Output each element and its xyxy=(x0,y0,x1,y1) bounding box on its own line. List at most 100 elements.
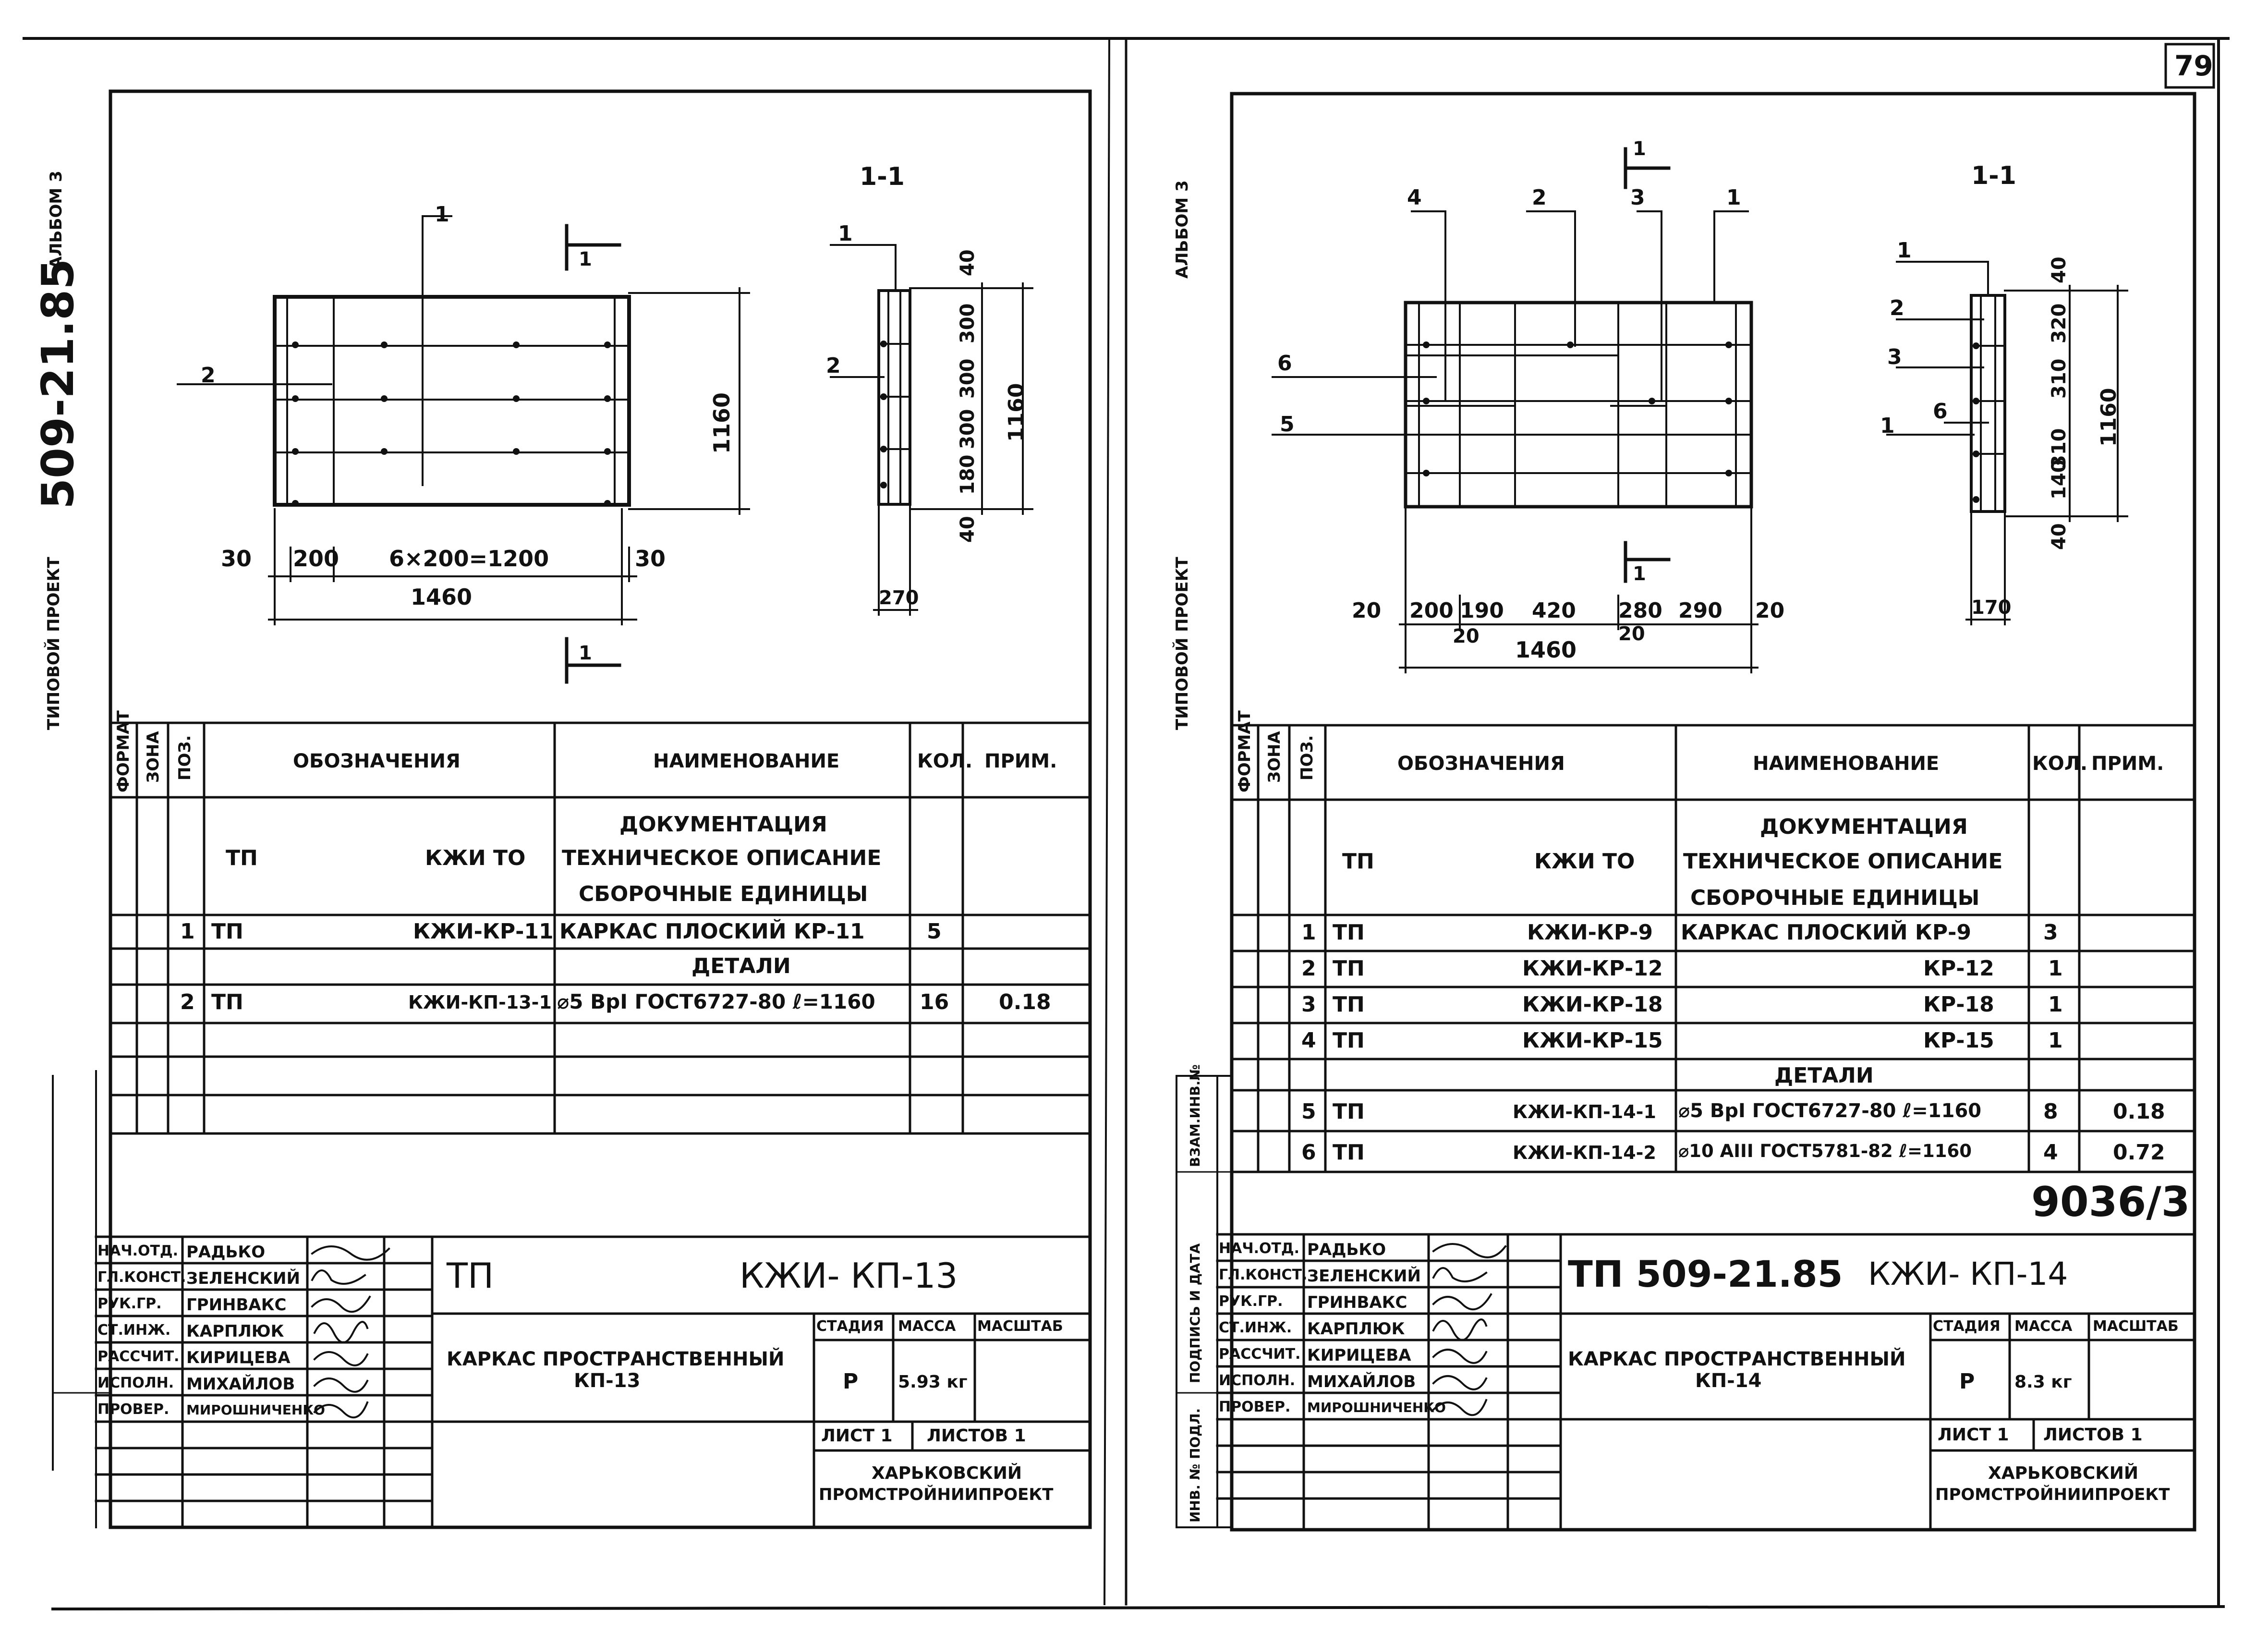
left-row1-name: КАРКАС ПЛОСКИЙ КР-11 xyxy=(559,919,865,944)
left-row2-tp: ТП xyxy=(211,990,243,1014)
left-dim-30b: 30 xyxy=(635,546,666,572)
right-th-pos: ПОЗ. xyxy=(1298,735,1317,780)
left-tb-role-0: НАЧ.ОТД. xyxy=(97,1243,179,1259)
right-doc-line-2: ТЕХНИЧЕСКОЕ ОПИСАНИЕ xyxy=(1683,849,2003,874)
right-row6-name: ⌀10 АIII ГОСТ5781-82 ℓ=1160 xyxy=(1678,1141,1972,1161)
right-sec-dim-140: 140 xyxy=(2048,459,2070,500)
right-callout-5: 5 xyxy=(1280,412,1295,437)
right-side-label-c: ИНВ. № ПОДЛ. xyxy=(1187,1408,1203,1523)
right-row2-name: КР-12 xyxy=(1923,956,1994,981)
left-th-qty: КОЛ. xyxy=(917,750,973,772)
left-sec-dim-300c: 300 xyxy=(957,409,979,450)
left-callout-1: 1 xyxy=(435,202,449,227)
right-dim-20m: 20 xyxy=(1453,625,1480,647)
left-sec-dim-180: 180 xyxy=(957,454,979,495)
right-row3-pos: 3 xyxy=(1301,992,1316,1017)
right-dim-total: 1460 xyxy=(1515,637,1577,663)
right-row1-pos: 1 xyxy=(1301,920,1316,945)
right-row6-tp: ТП xyxy=(1333,1140,1365,1165)
right-tb-role-5: ИСПОЛН. xyxy=(1219,1372,1296,1389)
right-th-name: НАИМЕНОВАНИЕ xyxy=(1753,753,1940,775)
right-tb-role-4: РАССЧИТ. xyxy=(1219,1346,1301,1363)
right-tb-name-4: КИРИЦЕВА xyxy=(1307,1346,1411,1365)
right-doc-kzhi: КЖИ ТО xyxy=(1534,849,1635,874)
left-tb-role-6: ПРОВЕР. xyxy=(97,1401,170,1418)
left-th-format: ФОРМАТ xyxy=(114,710,133,792)
right-tb-code: КЖИ- КП-14 xyxy=(1868,1255,2068,1292)
left-row2-name: ⌀5 ВрI ГОСТ6727-80 ℓ=1160 xyxy=(557,990,875,1013)
left-cut-mark-bottom: 1 xyxy=(579,642,592,664)
right-row3-qty: 1 xyxy=(2048,992,2063,1017)
right-row5-note: 0.18 xyxy=(2113,1099,2165,1124)
left-tb-role-5: ИСПОЛН. xyxy=(97,1375,174,1391)
left-row2-code: КЖИ-КП-13-1 xyxy=(408,992,552,1013)
right-section-callout-1b: 1 xyxy=(1880,414,1895,438)
right-row4-name: КР-15 xyxy=(1923,1028,1994,1053)
left-section-callout-2: 2 xyxy=(826,353,841,378)
left-sec-dim-300a: 300 xyxy=(957,303,979,344)
right-dim-20n: 20 xyxy=(1618,623,1645,645)
right-row2-code: КЖИ-КР-12 xyxy=(1522,956,1663,981)
left-spine-kind: ТИПОВОЙ ПРОЕКТ xyxy=(44,557,63,730)
right-tb-name-6: МИРОШНИЧЕНКО xyxy=(1307,1400,1446,1415)
right-row6-code: КЖИ-КП-14-2 xyxy=(1513,1142,1656,1163)
right-row4-tp: ТП xyxy=(1333,1028,1365,1053)
right-sec-dim-40b: 40 xyxy=(2048,523,2070,550)
left-row2-qty: 16 xyxy=(920,990,949,1014)
left-tb-mass: 5.93 кг xyxy=(898,1372,968,1392)
right-sec-dim-310a: 310 xyxy=(2048,358,2070,399)
right-th-designation: ОБОЗНАЧЕНИЯ xyxy=(1397,753,1565,775)
right-callout-4: 4 xyxy=(1407,185,1422,210)
left-spine-project: 509-21.85 xyxy=(32,258,84,509)
left-tb-role-1: ГЛ.КОНСТ. xyxy=(97,1269,186,1286)
left-row2-note: 0.18 xyxy=(999,990,1051,1014)
right-row4-qty: 1 xyxy=(2048,1028,2063,1053)
right-tb-sheet: ЛИСТ 1 xyxy=(1938,1425,2009,1445)
right-spine-kind: ТИПОВОЙ ПРОЕКТ xyxy=(1173,557,1192,730)
left-th-note: ПРИМ. xyxy=(984,750,1057,772)
left-doc-line-1: ДОКУМЕНТАЦИЯ xyxy=(619,812,827,837)
left-th-name: НАИМЕНОВАНИЕ xyxy=(653,750,840,772)
right-tb-mass-h: МАССА xyxy=(2014,1318,2073,1335)
left-dim-6x200: 6×200=1200 xyxy=(389,546,549,572)
left-tb-stage: Р xyxy=(843,1369,859,1394)
left-tb-sheet: ЛИСТ 1 xyxy=(821,1426,893,1446)
right-tb-mass: 8.3 кг xyxy=(2014,1372,2072,1392)
left-tb-name-3: КАРПЛЮК xyxy=(186,1322,284,1341)
right-row2-qty: 1 xyxy=(2048,956,2063,981)
left-th-designation: ОБОЗНАЧЕНИЯ xyxy=(293,750,461,772)
right-row3-name: КР-18 xyxy=(1923,992,1994,1017)
right-tb-name-3: КАРПЛЮК xyxy=(1307,1319,1405,1339)
right-tb-tp: ТП 509-21.85 xyxy=(1568,1253,1843,1295)
left-sec-dim-40b: 40 xyxy=(957,516,979,543)
left-section-details: ДЕТАЛИ xyxy=(691,954,791,978)
right-sec-dim-170: 170 xyxy=(1971,597,2012,619)
right-tb-title: КАРКАС ПРОСТРАНСТВЕННЫЙ xyxy=(1568,1348,1906,1370)
right-tb-subtitle: КП-14 xyxy=(1695,1370,1762,1392)
right-doc-tp: ТП xyxy=(1342,849,1374,874)
right-section-callout-2: 2 xyxy=(1890,296,1904,320)
left-sec-dim-40a: 40 xyxy=(957,249,979,276)
right-row1-qty: 3 xyxy=(2043,920,2058,945)
right-tb-role-0: НАЧ.ОТД. xyxy=(1219,1240,1300,1257)
right-row2-pos: 2 xyxy=(1301,956,1316,981)
right-tb-role-6: ПРОВЕР. xyxy=(1219,1399,1291,1415)
page-number: 79 xyxy=(2174,49,2213,82)
left-tb-role-2: РУК.ГР. xyxy=(97,1295,162,1312)
right-th-zone: ЗОНА xyxy=(1265,731,1284,783)
right-section-details: ДЕТАЛИ xyxy=(1774,1063,1874,1088)
left-row1-pos: 1 xyxy=(180,919,195,944)
left-tb-name-6: МИРОШНИЧЕНКО xyxy=(186,1402,325,1418)
left-doc-line-3: СБОРОЧНЫЕ ЕДИНИЦЫ xyxy=(579,882,868,906)
left-spine-album: АЛЬБОМ 3 xyxy=(47,171,66,269)
left-tb-code: КЖИ- КП-13 xyxy=(740,1255,958,1296)
right-th-note: ПРИМ. xyxy=(2091,753,2164,775)
left-sec-dim-300b: 300 xyxy=(957,358,979,399)
right-doc-line-1: ДОКУМЕНТАЦИЯ xyxy=(1760,815,1968,839)
right-tb-name-1: ЗЕЛЕНСКИЙ xyxy=(1307,1267,1421,1286)
right-dim-420: 420 xyxy=(1532,598,1576,623)
left-section-callout-1: 1 xyxy=(838,221,853,246)
right-doc-line-3: СБОРОЧНЫЕ ЕДИНИЦЫ xyxy=(1690,886,1980,910)
left-tb-sheets: ЛИСТОВ 1 xyxy=(927,1426,1026,1446)
right-side-label-b: ПОДПИСЬ И ДАТА xyxy=(1187,1243,1203,1383)
